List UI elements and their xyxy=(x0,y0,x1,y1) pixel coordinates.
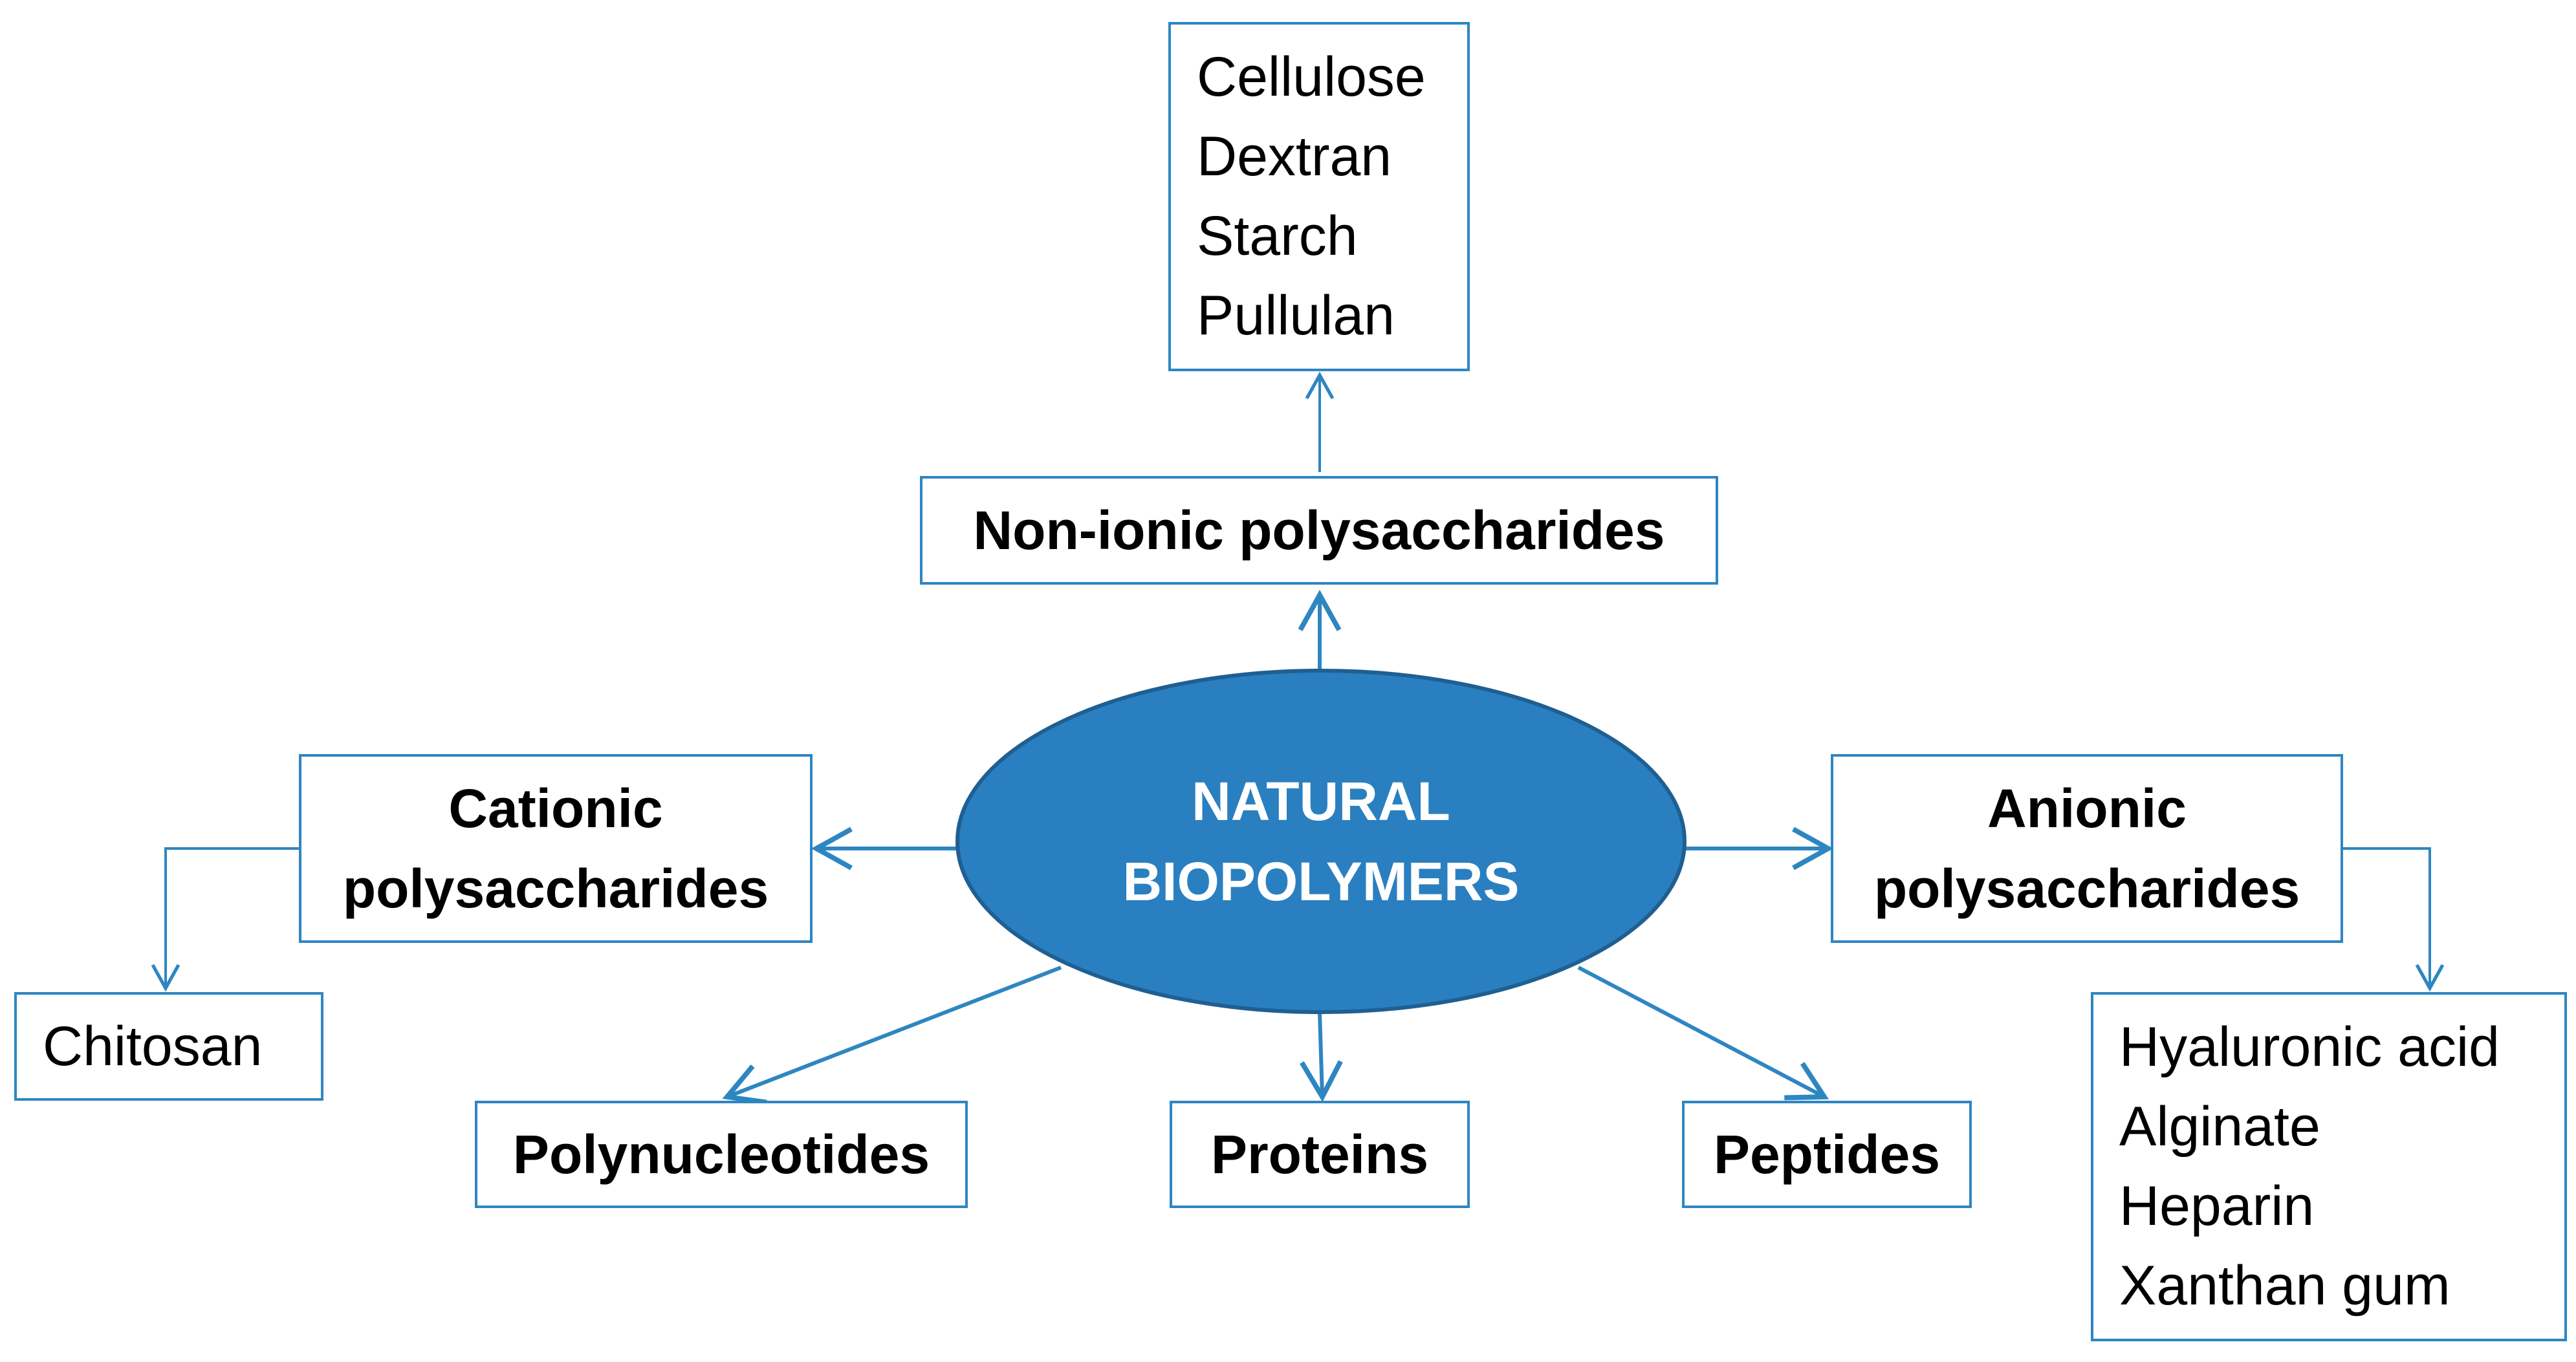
peptides-box: Peptides xyxy=(1682,1101,1972,1208)
center-label: NATURAL BIOPOLYMERS xyxy=(956,670,1686,1013)
center-ellipse xyxy=(955,669,1686,1014)
list-item: Pullulan xyxy=(1197,285,1395,347)
anionic-line-2: polysaccharides xyxy=(1873,858,2300,919)
list-item: Dextran xyxy=(1197,125,1392,188)
center-line-1: NATURAL xyxy=(1192,771,1450,832)
list-item: Cellulose xyxy=(1197,46,1426,108)
anionic-line-1: Anionic xyxy=(1987,778,2187,839)
non-ionic-box: Non-ionic polysaccharides xyxy=(920,476,1718,585)
center-line-2: BIOPOLYMERS xyxy=(1122,851,1520,912)
arrow-to-peptides xyxy=(1577,966,1829,1101)
arrow-to-proteins xyxy=(1300,1012,1343,1103)
polynucleotides-box: Polynucleotides xyxy=(475,1101,968,1208)
cationic-box: Cationic polysaccharides xyxy=(299,754,813,943)
anionic-box: Anionic polysaccharides xyxy=(1831,754,2343,943)
list-item: Chitosan xyxy=(43,1015,263,1077)
cationic-line-1: Cationic xyxy=(448,778,663,839)
arrow-to-anionic-list xyxy=(2343,847,2445,992)
non-ionic-examples-box: Cellulose Dextran Starch Pullulan xyxy=(1168,22,1470,371)
arrow-to-polynucleotides xyxy=(722,966,1062,1105)
anionic-examples-box: Hyaluronic acid Alginate Heparin Xanthan… xyxy=(2091,992,2567,1341)
cationic-examples-box: Chitosan xyxy=(14,992,323,1101)
list-item: Hyaluronic acid xyxy=(2119,1016,2500,1078)
list-item: Starch xyxy=(1197,205,1358,267)
list-item: Alginate xyxy=(2119,1096,2320,1158)
non-ionic-label: Non-ionic polysaccharides xyxy=(973,500,1665,561)
polynucleotides-label: Polynucleotides xyxy=(512,1124,930,1185)
cationic-line-2: polysaccharides xyxy=(342,858,769,919)
arrow-to-chitosan xyxy=(151,847,299,992)
proteins-label: Proteins xyxy=(1210,1124,1429,1185)
proteins-box: Proteins xyxy=(1170,1101,1470,1208)
list-item: Xanthan gum xyxy=(2119,1255,2450,1317)
list-item: Heparin xyxy=(2119,1175,2315,1237)
peptides-label: Peptides xyxy=(1713,1124,1941,1185)
